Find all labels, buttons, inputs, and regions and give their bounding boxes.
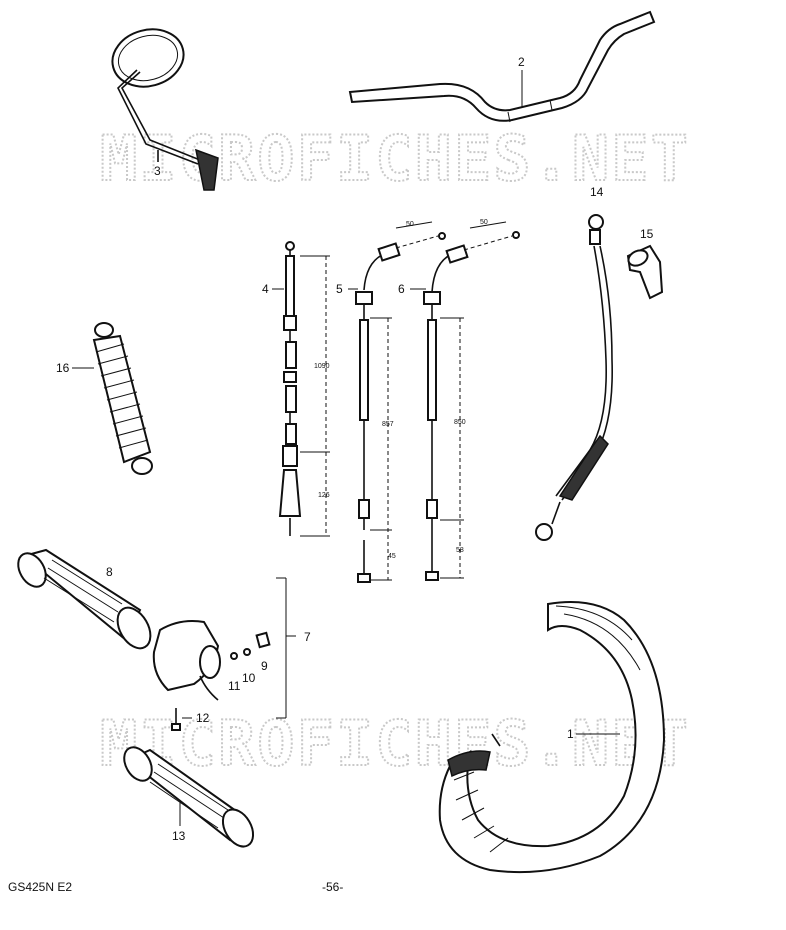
dim-cable5-end: 45 (388, 553, 396, 560)
screw-part (171, 708, 192, 731)
callout-9: 9 (261, 659, 268, 673)
watermark-bottom: MICROFICHES.NET (100, 707, 690, 780)
callout-2: 2 (518, 55, 525, 69)
dim-cable6-end: 58 (456, 547, 464, 554)
callout-3: 3 (154, 164, 161, 178)
callout-6: 6 (398, 282, 405, 296)
grip-8-part (17, 548, 152, 650)
callout-11: 11 (228, 679, 241, 693)
callout-14: 14 (590, 185, 604, 199)
dim-cable6-total: 850 (454, 419, 466, 426)
dim-cable4-end: 126 (318, 492, 330, 499)
callout-13: 13 (172, 829, 186, 843)
dim-cable6-top: 50 (480, 219, 488, 226)
dim-cable5-total: 857 (382, 421, 394, 428)
callout-16: 16 (56, 361, 70, 375)
cable-5-part (348, 221, 446, 583)
callout-15: 15 (640, 227, 654, 241)
dim-cable4-total: 1090 (314, 363, 330, 370)
callout-7: 7 (304, 630, 311, 644)
cable-4-part (272, 241, 330, 537)
tire-part (438, 601, 666, 874)
brake-hose-part (535, 214, 613, 541)
mirror-part (111, 28, 219, 191)
shock-absorber-part (92, 322, 153, 475)
callout-12: 12 (196, 711, 210, 725)
cap-part (626, 244, 664, 300)
handlebar-part (348, 10, 656, 123)
model-code: GS425N E2 (8, 880, 73, 894)
callout-10: 10 (242, 671, 256, 685)
cable-6-part (410, 221, 520, 581)
page-number: -56- (322, 880, 344, 894)
callout-5: 5 (336, 282, 343, 296)
grip-13-part (123, 746, 255, 848)
throttle-assembly-part (152, 577, 296, 719)
callout-1: 1 (567, 727, 574, 741)
callout-4: 4 (262, 282, 269, 296)
callout-8: 8 (106, 565, 113, 579)
dim-cable5-top: 50 (406, 221, 414, 228)
